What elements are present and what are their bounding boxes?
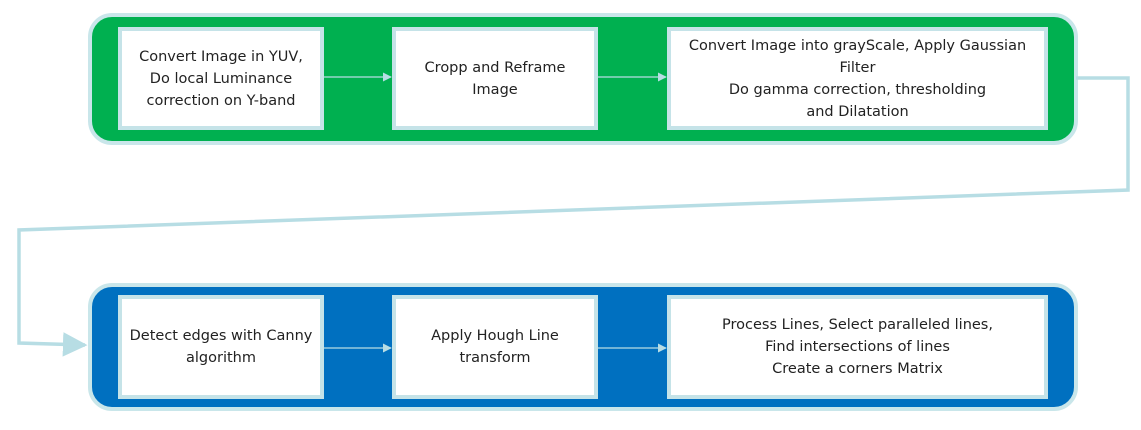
step-grayscale-filtering: Convert Image into grayScale, Apply Gaus… [667,27,1048,130]
step-process-lines: Process Lines, Select paralleled lines, … [667,295,1048,399]
step-yuv-luminance: Convert Image in YUV, Do local Luminance… [118,27,324,130]
step-label: Convert Image in YUV, Do local Luminance… [139,48,303,109]
step-label: Process Lines, Select paralleled lines, … [722,317,993,377]
step-hough-transform: Apply Hough Line transform [392,295,598,399]
step-label: Cropp and Reframe Image [424,59,566,98]
step-label: Apply Hough Line transform [431,328,559,366]
step-crop-reframe: Cropp and Reframe Image [392,27,598,130]
step-canny-edges: Detect edges with Canny algorithm [118,295,324,399]
step-label: Detect edges with Canny algorithm [129,328,313,366]
step-label: Convert Image into grayScale, Apply Gaus… [688,37,1027,120]
